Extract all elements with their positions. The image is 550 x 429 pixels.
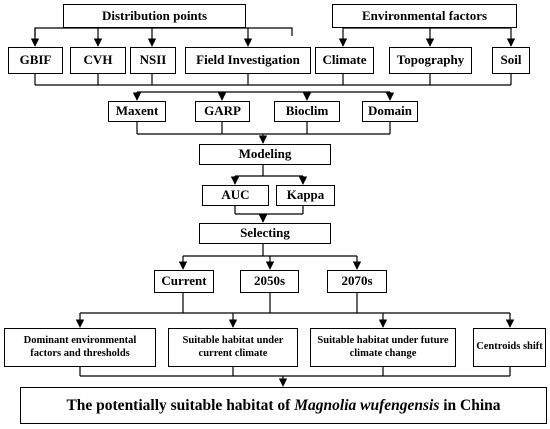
bioclim-box: Bioclim <box>274 101 340 122</box>
garp-box: GARP <box>195 101 250 122</box>
selecting-box: Selecting <box>199 223 331 244</box>
2050s-box: 2050s <box>240 270 299 293</box>
final-prefix: The potentially suitable habitat of <box>66 396 295 414</box>
final-result-box: The potentially suitable habitat of Magn… <box>20 387 547 424</box>
cvh-box: CVH <box>70 47 126 74</box>
dominant-factors-box: Dominant environmental factors and thres… <box>4 328 156 367</box>
habitat-current-box: Suitable habitat under current climate <box>168 328 298 367</box>
final-species: Magnolia wufengensis <box>294 396 440 414</box>
environmental-factors-box: Environmental factors <box>332 4 517 28</box>
climate-box: Climate <box>315 47 374 74</box>
field-investigation-box: Field Investigation <box>185 47 311 74</box>
maxent-box: Maxent <box>108 101 166 122</box>
auc-box: AUC <box>202 185 269 206</box>
2070s-box: 2070s <box>327 270 387 293</box>
habitat-future-box: Suitable habitat under future climate ch… <box>310 328 456 367</box>
gbif-box: GBIF <box>8 47 63 74</box>
soil-box: Soil <box>492 47 530 74</box>
nsii-box: NSII <box>130 47 176 74</box>
current-box: Current <box>154 270 214 293</box>
centroids-shift-box: Centroids shift <box>473 328 546 367</box>
domain-box: Domain <box>362 101 418 122</box>
final-suffix: in China <box>439 396 501 414</box>
kappa-box: Kappa <box>276 185 335 206</box>
modeling-box: Modeling <box>199 144 331 165</box>
topography-box: Topography <box>389 47 472 74</box>
distribution-points-box: Distribution points <box>63 4 246 28</box>
